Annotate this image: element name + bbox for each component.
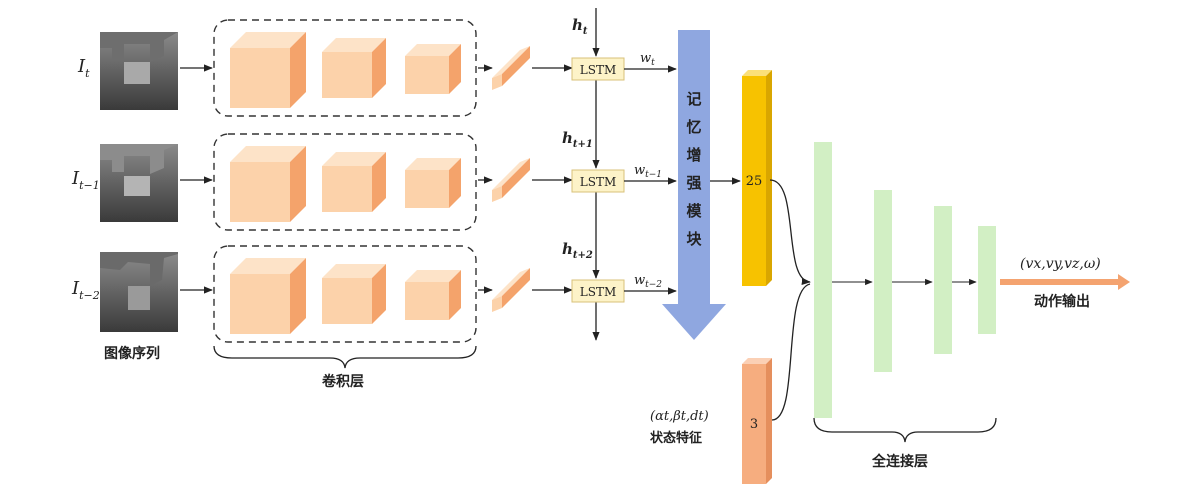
- cube-side-face: [372, 152, 386, 212]
- row-2: It−2: [71, 245, 573, 343]
- conv-cube-small-0: [405, 44, 461, 94]
- cube-front-face: [230, 48, 290, 108]
- action-output-label: 动作输出: [1034, 293, 1090, 310]
- cube-front-face: [322, 166, 372, 212]
- memory-label-char-4: 模: [686, 202, 702, 220]
- weight-label-2: wt−2: [634, 273, 662, 290]
- feature-vector-2: [492, 268, 530, 312]
- conv-cube-medium-0: [322, 38, 386, 98]
- cube-top-face: [405, 44, 461, 56]
- arrow-feature-to-fc: [769, 179, 811, 286]
- cube-side-face: [290, 258, 306, 334]
- conv-layer-brace: [213, 345, 477, 369]
- row-0: It: [77, 19, 573, 117]
- hidden-state-label-1: ht+1: [562, 129, 593, 150]
- cube-side-face: [449, 44, 461, 94]
- conv-group-0: [213, 19, 477, 117]
- lstm-block-2: LSTM: [571, 279, 625, 303]
- cube-top-face: [405, 158, 461, 170]
- conv-cube-large-0: [230, 32, 306, 108]
- cube-top-face: [322, 264, 386, 278]
- lstm-block-0: LSTM: [571, 57, 625, 81]
- depth-image-1: [100, 144, 178, 222]
- action-output-formula: (vx,vy,vz,ω): [1020, 256, 1101, 272]
- cube-side-face: [290, 146, 306, 222]
- hidden-state-label-0: ht: [572, 16, 588, 37]
- input-label-0: It: [77, 56, 90, 80]
- cube-front-face: [405, 282, 449, 320]
- conv-cube-large-1: [230, 146, 306, 222]
- memory-label-char-1: 忆: [686, 118, 701, 136]
- conv-cube-large-2: [230, 258, 306, 334]
- fc-layer-brace: [813, 417, 997, 443]
- feature-vector-1: [492, 158, 530, 202]
- image-sequence-label: 图像序列: [104, 345, 160, 362]
- feature-vector-0: [492, 46, 530, 90]
- conv-group-1: [213, 133, 477, 231]
- lstm-block-1: LSTM: [571, 169, 625, 193]
- depth-image-2: [100, 252, 178, 332]
- cube-side-face: [290, 32, 306, 108]
- state-feature-formula: (αt,βt,dt): [650, 409, 709, 424]
- fc-layer-4: [978, 226, 996, 334]
- cube-front-face: [322, 52, 372, 98]
- cube-top-face: [405, 270, 461, 282]
- lstm-label-2: LSTM: [580, 285, 616, 299]
- cube-side-face: [449, 158, 461, 208]
- cube-front-face: [230, 162, 290, 222]
- cube-front-face: [322, 278, 372, 324]
- memory-label-char-2: 增: [686, 146, 701, 164]
- cube-side-face: [449, 270, 461, 320]
- row-1: It−1: [71, 133, 573, 231]
- weight-label-0: wt: [640, 51, 655, 68]
- fc-layer-label: 全连接层: [871, 453, 928, 470]
- output-arrow: [1000, 274, 1130, 290]
- depth-image-0: [100, 32, 178, 110]
- cube-top-face: [230, 258, 306, 274]
- conv-cube-medium-2: [322, 264, 386, 324]
- cube-top-face: [322, 152, 386, 166]
- input-label-1: It−1: [71, 168, 100, 192]
- conv-cube-medium-1: [322, 152, 386, 212]
- cube-front-face: [405, 170, 449, 208]
- cube-side-face: [372, 264, 386, 324]
- fc-layer-3: [934, 206, 952, 354]
- cube-front-face: [230, 274, 290, 334]
- state-size-label: 3: [750, 417, 758, 432]
- lstm-label-1: LSTM: [580, 175, 616, 189]
- arrow-state-to-fc: [771, 283, 811, 421]
- hidden-state-label-2: ht+2: [562, 240, 593, 261]
- conv-layer-label: 卷积层: [321, 373, 364, 390]
- fc-layer-2: [874, 190, 892, 372]
- cube-top-face: [322, 38, 386, 52]
- conv-group-2: [213, 245, 477, 343]
- state-feature-label: 状态特征: [650, 430, 702, 446]
- feature-bar-25: 25: [742, 70, 772, 286]
- memory-enhancement-module: 记 忆 增 强 模 块: [662, 30, 726, 340]
- conv-cube-small-2: [405, 270, 461, 320]
- state-bar-3: 3: [742, 358, 772, 484]
- feature-size-label: 25: [746, 174, 763, 189]
- conv-cube-small-1: [405, 158, 461, 208]
- memory-label-char-5: 块: [686, 230, 702, 248]
- cube-front-face: [405, 56, 449, 94]
- memory-label-char-0: 记: [686, 90, 701, 108]
- lstm-label-0: LSTM: [580, 63, 616, 77]
- memory-label-char-3: 强: [686, 174, 701, 192]
- input-label-2: It−2: [71, 278, 100, 302]
- weight-label-1: wt−1: [634, 163, 662, 180]
- cube-side-face: [372, 38, 386, 98]
- cube-top-face: [230, 146, 306, 162]
- fc-layer-1: [814, 142, 832, 418]
- cube-top-face: [230, 32, 306, 48]
